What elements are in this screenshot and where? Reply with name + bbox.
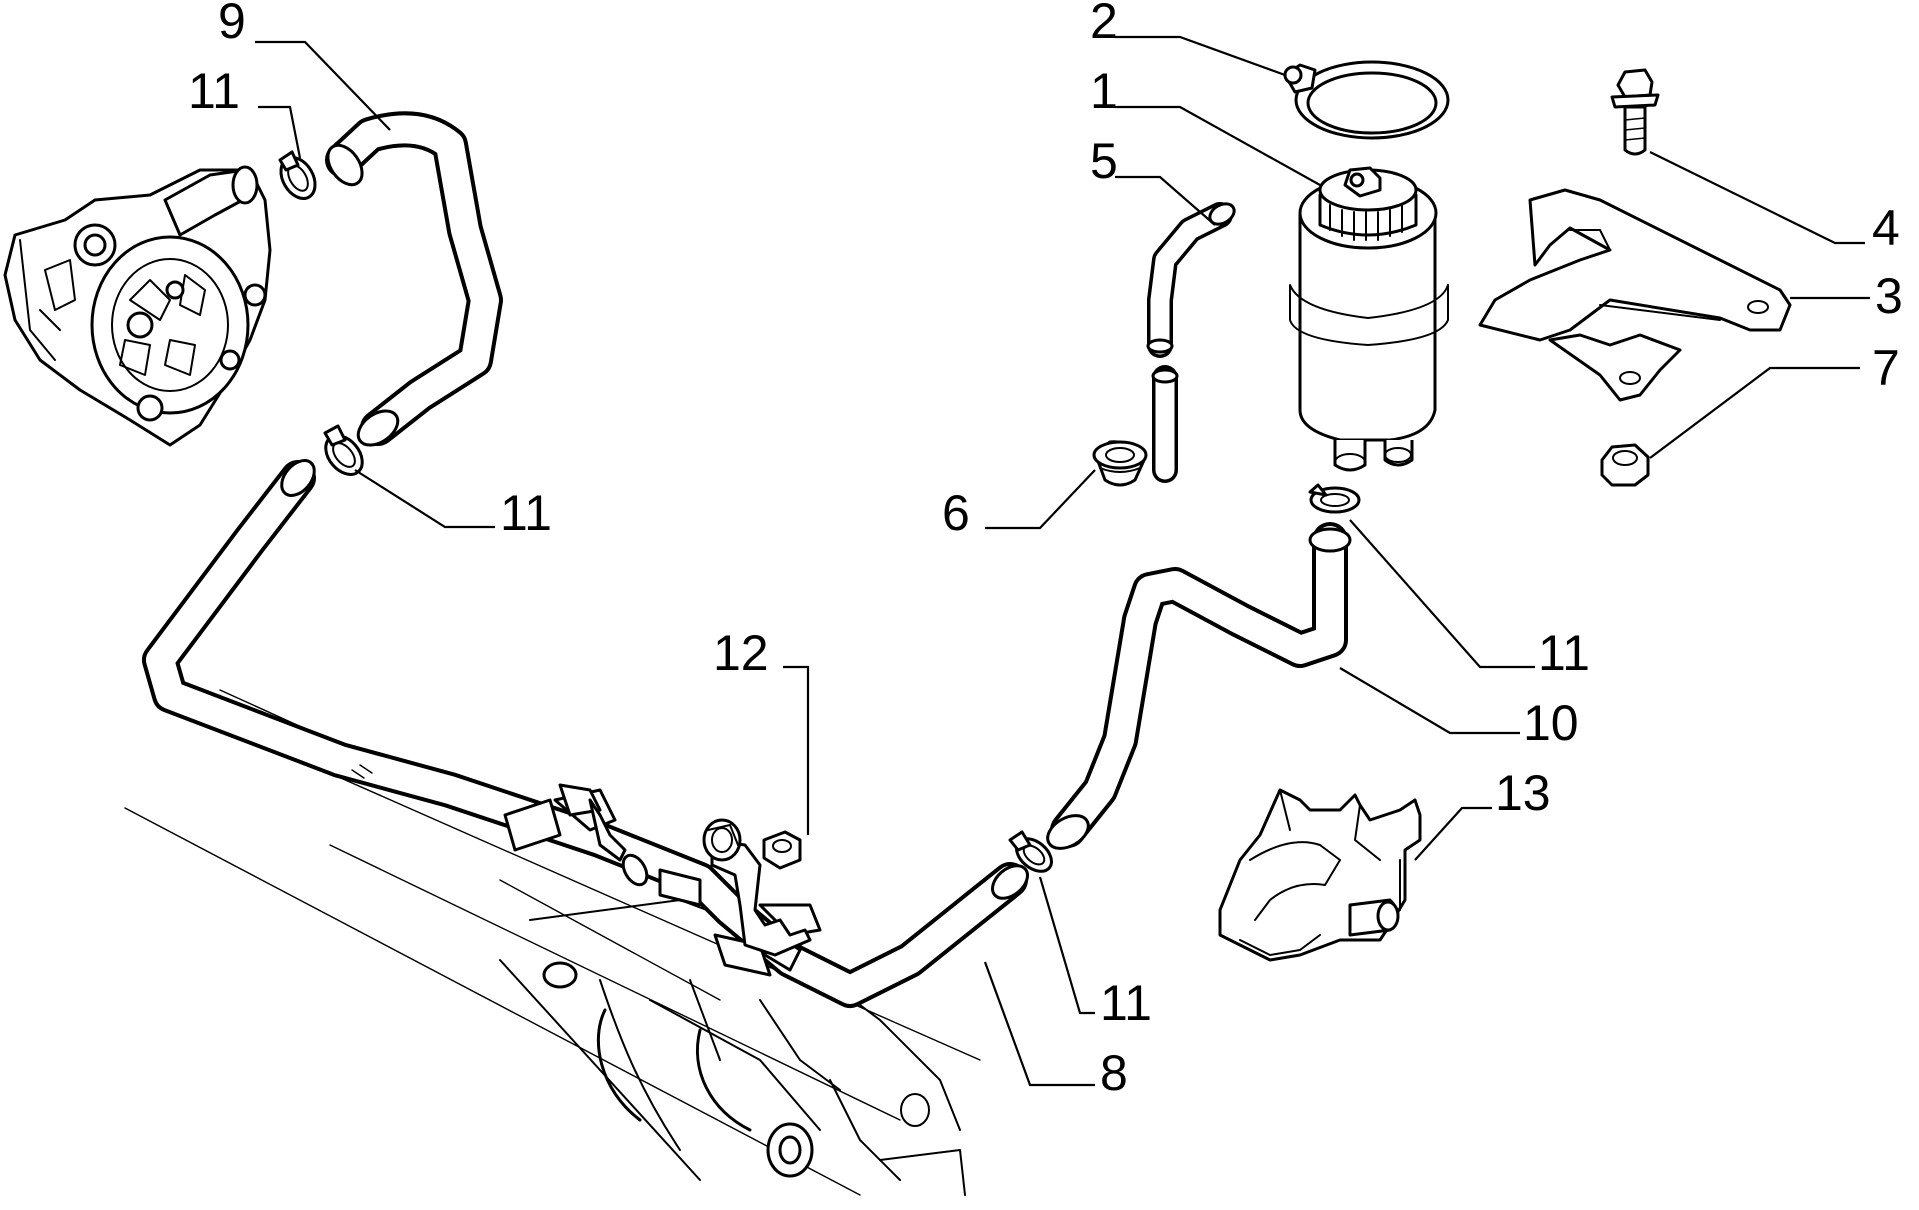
hose-clip-11-d <box>1308 483 1361 514</box>
callout-5: 5 <box>1090 133 1118 189</box>
hose-5 <box>1146 202 1236 483</box>
callout-11-reservoir: 11 <box>1538 625 1590 681</box>
callout-numbers: 9 11 11 2 1 5 4 3 7 6 11 10 13 12 11 8 <box>188 0 1903 1101</box>
hose-clip-11-c <box>1008 830 1053 873</box>
callout-11-pipe-left: 11 <box>500 485 552 541</box>
clip-12 <box>702 818 812 957</box>
callout-10: 10 <box>1523 695 1579 751</box>
hose-9 <box>325 111 503 447</box>
clamp-2 <box>1283 60 1450 140</box>
callout-2: 2 <box>1090 0 1118 49</box>
reservoir-1 <box>1289 166 1449 472</box>
callout-7: 7 <box>1872 340 1900 396</box>
callout-11-pipe-right: 11 <box>1100 975 1152 1031</box>
leader-lines <box>255 35 1870 1087</box>
hose-clip-11-b <box>323 424 364 476</box>
bolt-4 <box>1610 68 1660 156</box>
power-steering-pump <box>3 165 272 447</box>
callout-1: 1 <box>1090 63 1118 119</box>
mount-13 <box>1218 788 1422 962</box>
hose-10 <box>1046 522 1352 850</box>
grommet-6 <box>1092 440 1148 487</box>
callout-4: 4 <box>1872 200 1900 256</box>
callout-11-pump: 11 <box>188 63 240 119</box>
callout-6: 6 <box>942 485 970 541</box>
callout-13: 13 <box>1495 765 1551 821</box>
callout-8: 8 <box>1100 1045 1128 1101</box>
bracket-3 <box>1478 188 1792 402</box>
callout-3: 3 <box>1875 268 1903 324</box>
nut-7 <box>1600 443 1650 487</box>
hose-clip-11-a <box>278 150 317 200</box>
pipe-8 <box>142 459 1029 1008</box>
callout-12: 12 <box>713 625 769 681</box>
callout-9: 9 <box>218 0 246 49</box>
